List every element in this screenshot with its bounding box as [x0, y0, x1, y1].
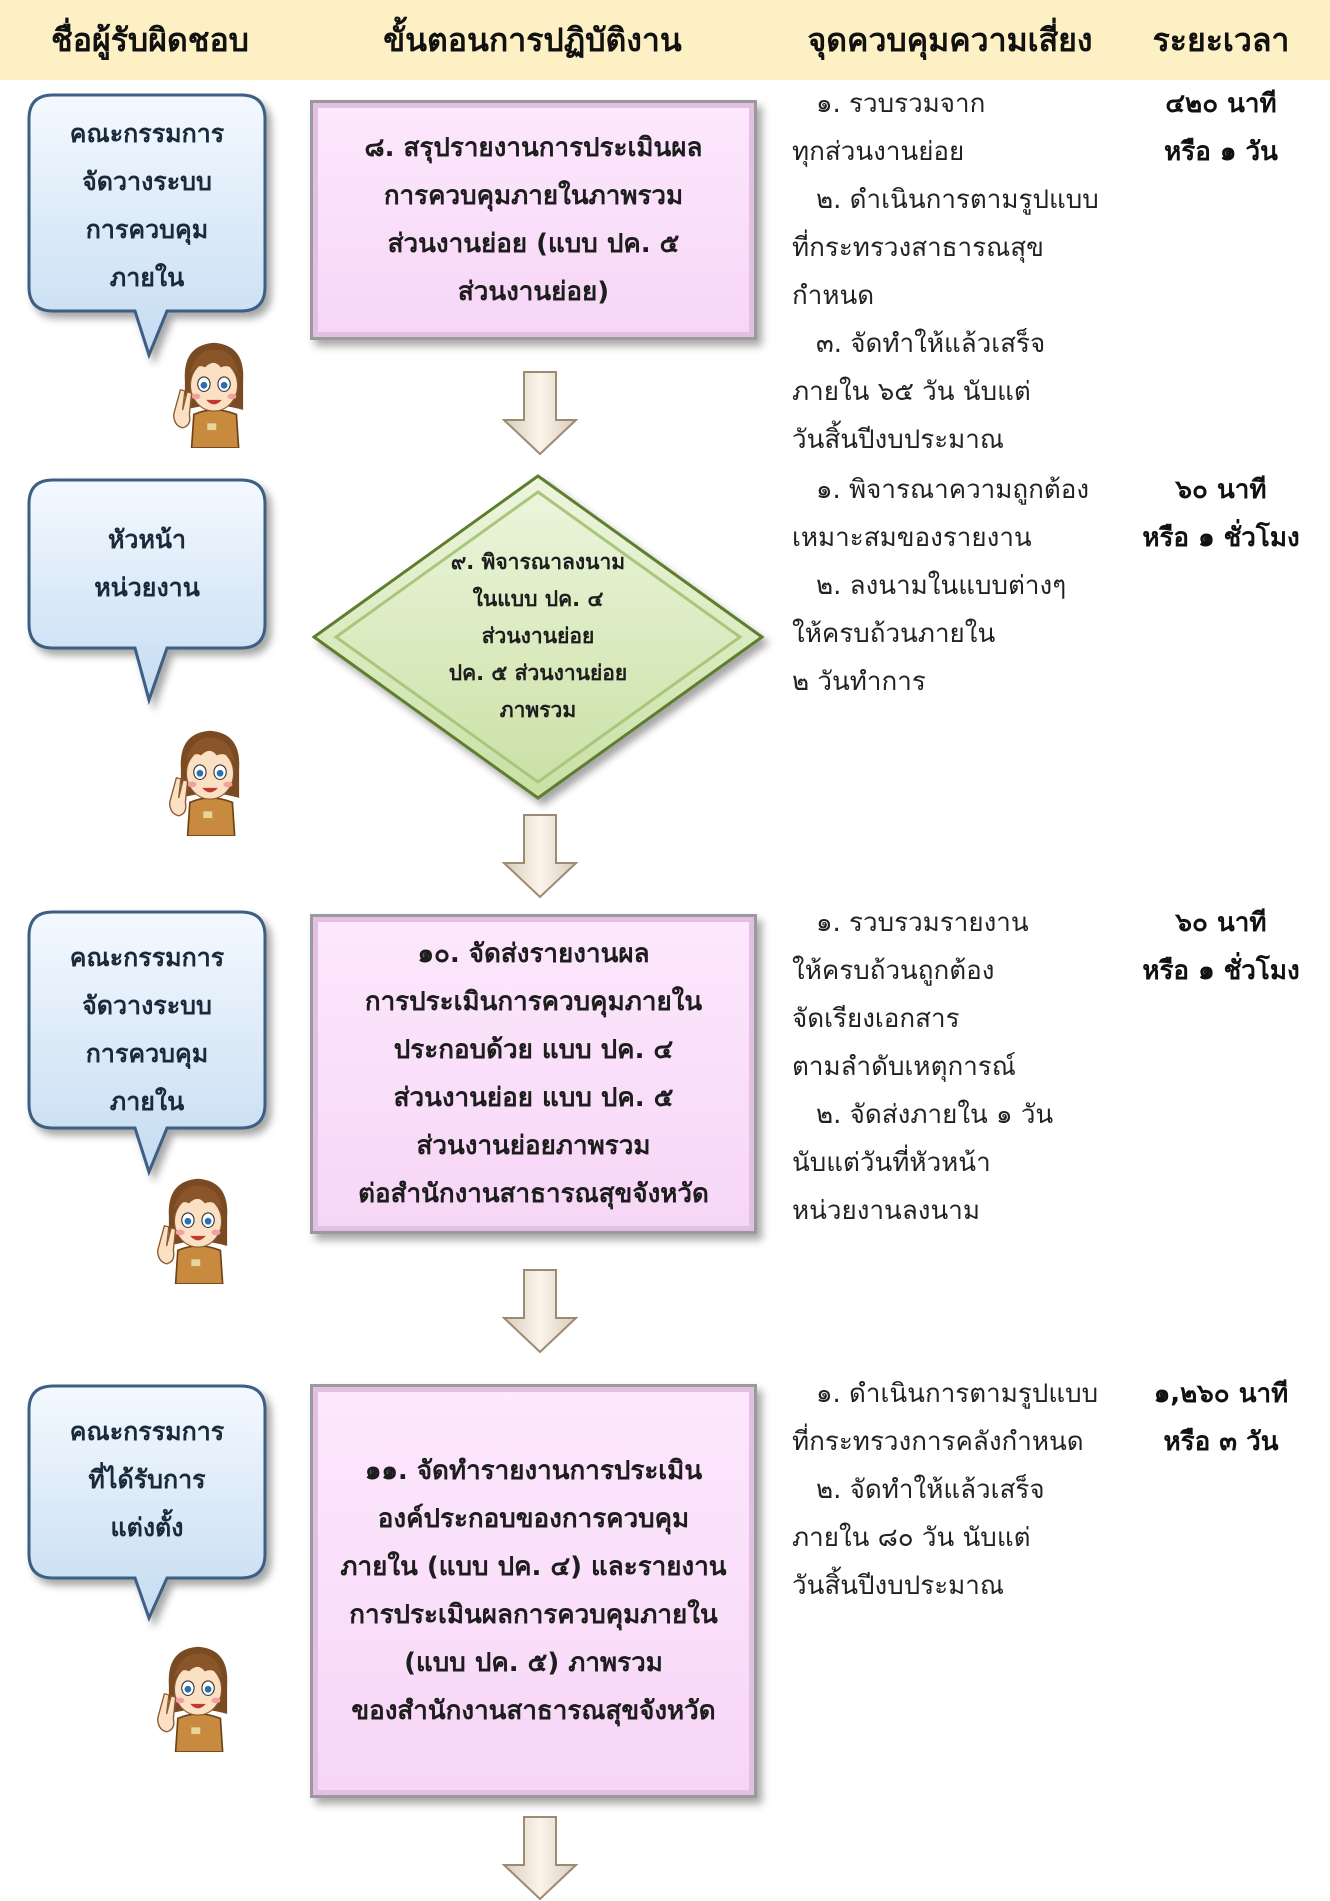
responsible-bubble-3: คณะกรรมการ จัดวางระบบ การควบคุม ภายใน — [27, 910, 267, 1180]
cartoon-avatar-icon — [150, 1640, 246, 1752]
down-arrow-icon — [501, 371, 579, 456]
risk-control-4: ๑. ดำเนินการตามรูปแบบ ที่กระทรวงการคลังก… — [792, 1370, 1112, 1610]
responsible-line: ภายใน — [109, 263, 185, 292]
step-line: ปค. ๕ ส่วนงานย่อย — [448, 661, 628, 685]
step-line: ในแบบ ปค. ๔ — [472, 587, 604, 611]
risk-line: ๑. พิจารณาความถูกต้อง — [816, 475, 1090, 505]
duration-line: ๑,๒๖๐ นาที — [1153, 1379, 1289, 1409]
cartoon-avatar-icon — [166, 336, 262, 448]
duration-line: ๖๐ นาที — [1175, 908, 1267, 938]
duration-3: ๖๐ นาที หรือ ๑ ชั่วโมง — [1112, 899, 1330, 995]
responsible-line: หัวหน้า — [107, 525, 187, 554]
duration-line: ๔๒๐ นาที — [1165, 89, 1277, 119]
risk-line: ที่กระทรวงสาธารณสุข — [792, 233, 1044, 263]
step-line: ๙. พิจารณาลงนาม — [450, 550, 626, 574]
risk-line: ๒. จัดทำให้แล้วเสร็จ — [816, 1475, 1045, 1505]
step-line: ส่วนงานย่อยภาพรวม — [416, 1131, 651, 1161]
step-line: ส่วนงานย่อย) — [457, 277, 610, 307]
responsible-line: จัดวางระบบ — [82, 991, 212, 1020]
risk-control-1: ๑. รวบรวมจาก ทุกส่วนงานย่อย ๒. ดำเนินการ… — [792, 80, 1112, 464]
step-line: ส่วนงานย่อย (แบบ ปค. ๕ — [387, 229, 680, 259]
responsible-line: ภายใน — [109, 1087, 185, 1116]
risk-line: วันสิ้นปีงบประมาณ — [792, 425, 1005, 455]
table-header: ชื่อผู้รับผิดชอบ ขั้นตอนการปฏิบัติงาน จุ… — [0, 0, 1330, 80]
duration-line: หรือ ๑ ชั่วโมง — [1142, 956, 1300, 986]
risk-line: จัดเรียงเอกสาร — [792, 1004, 960, 1034]
duration-line: หรือ ๑ ชั่วโมง — [1142, 523, 1300, 553]
risk-line: ให้ครบถ้วนถูกต้อง — [792, 956, 995, 986]
step-line: ภาพรวม — [499, 698, 577, 722]
step-line: ของสำนักงานสาธารณสุขจังหวัด — [351, 1696, 716, 1726]
header-duration: ระยะเวลา — [1152, 21, 1290, 59]
risk-line: ทุกส่วนงานย่อย — [792, 137, 965, 167]
header-steps: ขั้นตอนการปฏิบัติงาน — [383, 21, 682, 59]
risk-line: ๒. ลงนามในแบบต่างๆ — [816, 571, 1067, 601]
responsible-line: จัดวางระบบ — [82, 167, 212, 196]
cartoon-avatar-icon — [162, 724, 258, 836]
step-line: องค์ประกอบของการควบคุม — [377, 1504, 690, 1534]
risk-control-2: ๑. พิจารณาความถูกต้อง เหมาะสมของรายงาน ๒… — [792, 466, 1112, 706]
responsible-bubble-4: คณะกรรมการ ที่ได้รับการ แต่งตั้ง — [27, 1384, 267, 1624]
process-step-10: ๑๐. จัดส่งรายงานผล การประเมินการควบคุมภา… — [310, 914, 757, 1234]
risk-line: วันสิ้นปีงบประมาณ — [792, 1571, 1005, 1601]
header-responsible: ชื่อผู้รับผิดชอบ — [51, 21, 249, 59]
down-arrow-icon — [501, 814, 579, 899]
risk-line: ภายใน ๘๐ วัน นับแต่ — [792, 1523, 1031, 1553]
responsible-bubble-1: คณะกรรมการ จัดวางระบบ การควบคุม ภายใน — [27, 93, 267, 363]
risk-line: กำหนด — [792, 281, 875, 311]
responsible-line: ที่ได้รับการ — [88, 1465, 206, 1494]
duration-line: หรือ ๑ วัน — [1164, 137, 1278, 167]
step-line: ภายใน (แบบ ปค. ๔) และรายงาน — [340, 1552, 727, 1582]
risk-line: หน่วยงานลงนาม — [792, 1196, 980, 1226]
responsible-line: การควบคุม — [85, 1039, 209, 1068]
duration-4: ๑,๒๖๐ นาที หรือ ๓ วัน — [1112, 1370, 1330, 1466]
risk-line: ๒. จัดส่งภายใน ๑ วัน — [816, 1100, 1054, 1130]
down-arrow-icon — [501, 1269, 579, 1354]
risk-line: ๑. รวบรวมจาก — [816, 89, 986, 119]
risk-line: ๓. จัดทำให้แล้วเสร็จ — [816, 329, 1046, 359]
responsible-line: คณะกรรมการ — [69, 943, 225, 972]
down-arrow-icon — [501, 1816, 579, 1901]
responsible-line: คณะกรรมการ — [69, 1417, 225, 1446]
step-line: ๑๑. จัดทำรายงานการประเมิน — [364, 1456, 703, 1486]
risk-line: ที่กระทรวงการคลังกำหนด — [792, 1427, 1084, 1457]
risk-line: ๑. ดำเนินการตามรูปแบบ — [816, 1379, 1099, 1409]
step-line: ส่วนงานย่อย — [481, 624, 595, 648]
risk-line: นับแต่วันที่หัวหน้า — [792, 1148, 991, 1178]
responsible-line: แต่งตั้ง — [110, 1513, 184, 1542]
duration-2: ๖๐ นาที หรือ ๑ ชั่วโมง — [1112, 466, 1330, 562]
risk-line: ตามลำดับเหตุการณ์ — [792, 1052, 1016, 1082]
step-line: การประเมินการควบคุมภายใน — [364, 987, 703, 1017]
step-line: ๑๐. จัดส่งรายงานผล — [417, 939, 650, 969]
step-line: การประเมินผลการควบคุมภายใน — [349, 1600, 718, 1630]
risk-line: ให้ครบถ้วนภายใน — [792, 619, 996, 649]
risk-line: ๑. รวบรวมรายงาน — [816, 908, 1029, 938]
responsible-line: หน่วยงาน — [94, 573, 200, 602]
responsible-line: การควบคุม — [85, 215, 209, 244]
duration-line: ๖๐ นาที — [1175, 475, 1267, 505]
risk-line: ๒. ดำเนินการตามรูปแบบ — [816, 185, 1099, 215]
risk-line: ภายใน ๖๕ วัน นับแต่ — [792, 377, 1031, 407]
decision-step-9: ๙. พิจารณาลงนาม ในแบบ ปค. ๔ ส่วนงานย่อย … — [310, 472, 766, 802]
risk-line: เหมาะสมของรายงาน — [792, 523, 1032, 553]
process-step-8: ๘. สรุปรายงานการประเมินผล การควบคุมภายใน… — [310, 100, 757, 340]
duration-1: ๔๒๐ นาที หรือ ๑ วัน — [1112, 80, 1330, 176]
responsible-bubble-2: หัวหน้า หน่วยงาน — [27, 478, 267, 708]
step-line: ๘. สรุปรายงานการประเมินผล — [364, 133, 703, 163]
risk-line: ๒ วันทำการ — [792, 667, 926, 697]
step-line: (แบบ ปค. ๕) ภาพรวม — [404, 1648, 663, 1678]
process-step-11: ๑๑. จัดทำรายงานการประเมิน องค์ประกอบของก… — [310, 1384, 757, 1798]
responsible-line: คณะกรรมการ — [69, 119, 225, 148]
step-line: การควบคุมภายในภาพรวม — [383, 181, 684, 211]
cartoon-avatar-icon — [150, 1172, 246, 1284]
step-line: ต่อสำนักงานสาธารณสุขจังหวัด — [358, 1179, 709, 1209]
duration-line: หรือ ๓ วัน — [1163, 1427, 1279, 1457]
risk-control-3: ๑. รวบรวมรายงาน ให้ครบถ้วนถูกต้อง จัดเรี… — [792, 899, 1112, 1235]
step-line: ประกอบด้วย แบบ ปค. ๔ — [393, 1035, 674, 1065]
step-line: ส่วนงานย่อย แบบ ปค. ๕ — [393, 1083, 674, 1113]
header-risk: จุดควบคุมความเสี่ยง — [807, 21, 1093, 59]
